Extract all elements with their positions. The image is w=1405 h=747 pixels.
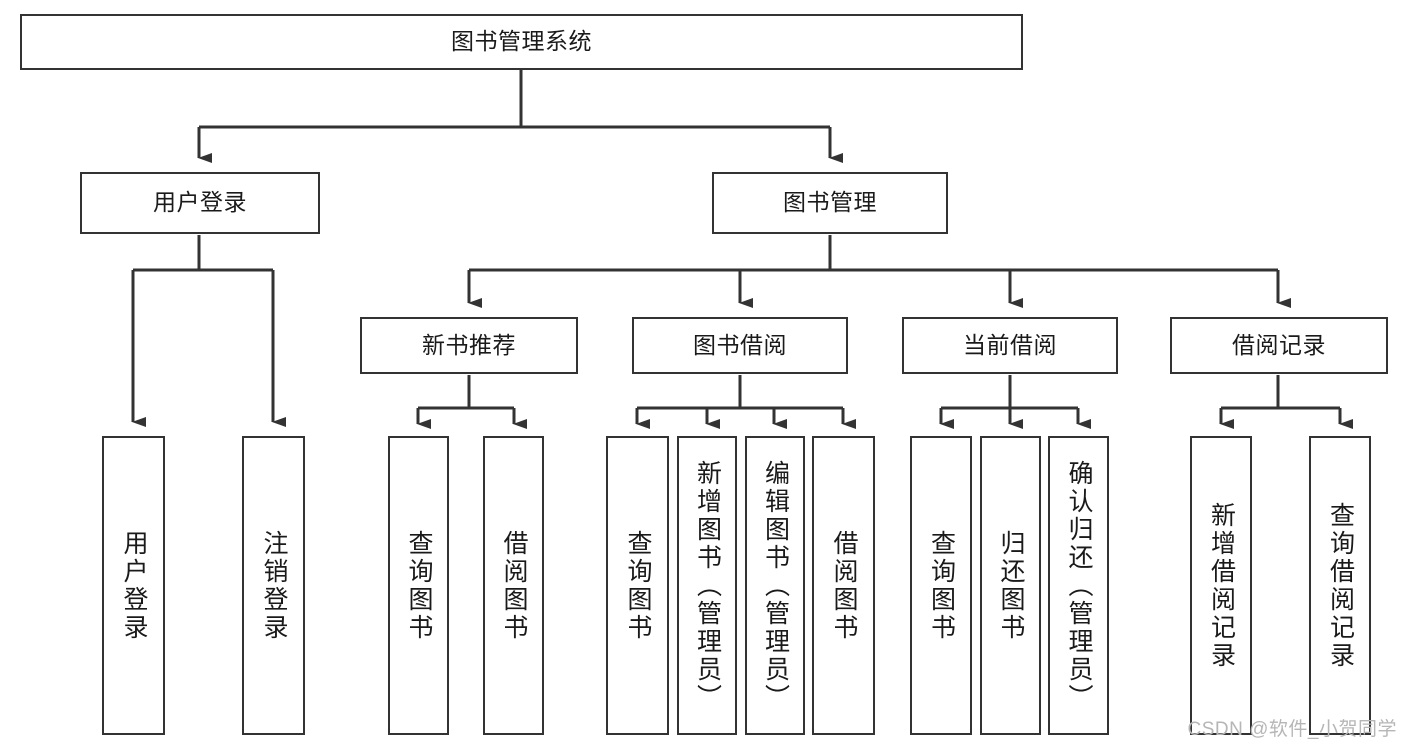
node-leaf-borrow-book-2[interactable]: 借阅图书	[812, 436, 875, 735]
node-book-manage[interactable]: 图书管理	[712, 172, 948, 234]
node-borrow-record-label: 借阅记录	[1232, 331, 1326, 358]
node-new-book-rec-label: 新书推荐	[422, 331, 516, 358]
node-leaf-confirm-return[interactable]: 确认归还（管理员）	[1048, 436, 1109, 735]
node-new-book-rec[interactable]: 新书推荐	[360, 317, 578, 374]
node-leaf-confirm-return-label: 确认归还（管理员）	[1065, 459, 1093, 712]
node-book-borrow-label: 图书借阅	[693, 331, 787, 358]
node-leaf-user-login[interactable]: 用户登录	[102, 436, 165, 735]
node-current-borrow-label: 当前借阅	[963, 331, 1057, 358]
node-borrow-record[interactable]: 借阅记录	[1170, 317, 1388, 374]
node-leaf-add-book[interactable]: 新增图书（管理员）	[677, 436, 737, 735]
node-book-manage-label: 图书管理	[783, 189, 877, 216]
node-leaf-return-book[interactable]: 归还图书	[980, 436, 1041, 735]
node-leaf-add-record[interactable]: 新增借阅记录	[1190, 436, 1252, 735]
node-leaf-edit-book-label: 编辑图书（管理员）	[761, 459, 790, 712]
node-leaf-logout-label: 注销登录	[260, 529, 288, 642]
node-current-borrow[interactable]: 当前借阅	[902, 317, 1118, 374]
node-leaf-query-book-2-label: 查询图书	[624, 529, 652, 642]
node-leaf-query-book-2[interactable]: 查询图书	[606, 436, 669, 735]
node-leaf-return-book-label: 归还图书	[997, 529, 1025, 642]
node-leaf-borrow-book-1-label: 借阅图书	[500, 529, 528, 642]
node-leaf-query-book-1-label: 查询图书	[405, 529, 433, 642]
node-leaf-borrow-book-2-label: 借阅图书	[830, 529, 858, 642]
node-leaf-add-record-label: 新增借阅记录	[1207, 501, 1236, 670]
node-book-borrow[interactable]: 图书借阅	[632, 317, 848, 374]
node-root-label: 图书管理系统	[451, 28, 592, 55]
node-user-login[interactable]: 用户登录	[80, 172, 320, 234]
node-leaf-edit-book[interactable]: 编辑图书（管理员）	[745, 436, 805, 735]
node-leaf-query-record-label: 查询借阅记录	[1326, 501, 1355, 670]
node-leaf-user-login-label: 用户登录	[120, 529, 148, 642]
node-leaf-query-book-3-label: 查询图书	[927, 529, 956, 642]
node-leaf-add-book-label: 新增图书（管理员）	[693, 459, 722, 712]
node-root[interactable]: 图书管理系统	[20, 14, 1023, 70]
watermark: CSDN @软件_小贺同学	[1187, 719, 1397, 740]
node-leaf-borrow-book-1[interactable]: 借阅图书	[483, 436, 544, 735]
node-leaf-query-record[interactable]: 查询借阅记录	[1309, 436, 1371, 735]
node-leaf-logout[interactable]: 注销登录	[242, 436, 305, 735]
node-leaf-query-book-1[interactable]: 查询图书	[388, 436, 449, 735]
node-user-login-label: 用户登录	[153, 189, 247, 216]
node-leaf-query-book-3[interactable]: 查询图书	[910, 436, 972, 735]
